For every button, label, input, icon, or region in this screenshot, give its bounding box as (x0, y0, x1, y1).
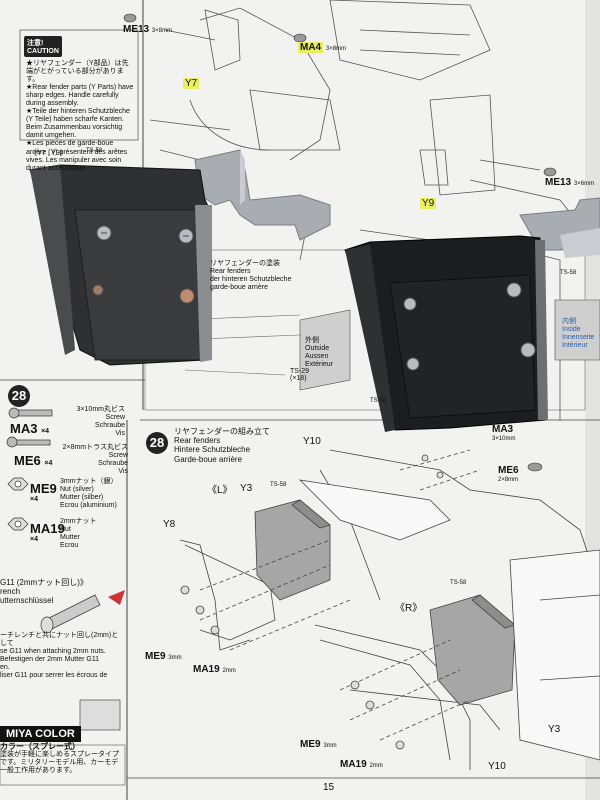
assembly-label-y8: Y8 (163, 519, 176, 530)
assembly-label-ts58-e: TS-58 (450, 580, 467, 586)
left-fender-photo (29, 149, 331, 366)
part-label-y7: Y7 (183, 78, 200, 89)
caution-text: ★リヤフェンダー（Y部品）は先端がとがっている部分があります。 ★Rear fe… (26, 60, 134, 172)
part-label-me13-top: ME13 3×8mm (123, 24, 173, 35)
paint-label-ts58-b: TS-58 (560, 270, 577, 276)
part-code-me9: ME9 ×4 (30, 481, 57, 503)
assembly-label-left-mark: 《L》 (207, 485, 233, 496)
part-code-ma19: MA19 ×4 (30, 521, 65, 543)
assembly-label-right-mark: 《R》 (395, 603, 423, 614)
assembly-label-y10-top: Y10 (303, 436, 321, 447)
assembly-label-me9-left: ME9 3mm (145, 651, 182, 662)
assembly-label-y3-right: Y3 (548, 724, 561, 735)
caution-badge: 注意! CAUTION (24, 36, 62, 57)
outside-label: 外側 Outside Aussen Extérieur (305, 337, 334, 369)
assembly-label-y3-left: Y3 (240, 483, 253, 494)
step-number-assembly: 28 (146, 432, 168, 454)
assembly-label-y10-bottom: Y10 (488, 761, 506, 772)
paint-step-title: リヤフェンダーの塗装 Rear fenders der hinteren Sch… (210, 260, 292, 292)
assembly-line-drawing (179, 449, 600, 770)
paint-label-ts58-a: TS-58 (86, 148, 103, 154)
y7-y9-header: 《Y7 , Y9》 (30, 150, 67, 157)
assembly-label-ts58-d: TS-58 (270, 482, 287, 488)
wrench-note-text: ーチレンチと共にナット回し(2mm)として se G11 when attach… (0, 632, 119, 680)
assembly-label-me9-right: ME9 3mm (300, 739, 337, 750)
wrench-note-title: G11 (2mmナット回し)》 rench utternschlüssel (0, 578, 88, 606)
inside-label: 内側 Inside Innenseite Intérieur (562, 318, 595, 350)
assembly-label-me6: ME6 2×8mm (498, 465, 519, 483)
page-number: 15 (323, 782, 335, 793)
part-desc-ma19: 2mmナット Nut Mutter Ecrou (60, 518, 97, 550)
assembly-label-ma19-left: MA19 2mm (193, 664, 236, 675)
part-code-ma3: MA3 ×4 (10, 421, 50, 436)
part-code-me6: ME6 ×4 (14, 453, 53, 468)
parts-icons (6, 407, 53, 531)
part-desc-me6: 2×8mmトラス丸ビス Screw Schraube Vis (62, 444, 128, 476)
paint-label-ts58-c: TS-58 (370, 398, 387, 404)
part-label-me13-right: ME13 3×6mm (545, 177, 595, 188)
assembly-step-title: リヤフェンダーの組み立て Rear fenders Hintere Schutz… (174, 427, 270, 464)
part-desc-ma3: 3×10mm丸ビス Screw Schraube Vis (76, 406, 125, 438)
paint-label-ts29: TS-29 (×18) (290, 368, 310, 383)
wrench-drawing (40, 590, 125, 634)
step-number-parts: 28 (8, 385, 30, 407)
part-desc-me9: 3mmナット（銀） Nut (silver) Mutter (silber) E… (60, 478, 118, 510)
assembly-label-ma3: MA3 3×10mm (492, 424, 516, 442)
right-fender-photo (344, 197, 600, 432)
assembly-label-ma19-right: MA19 2mm (340, 759, 383, 770)
tamiya-color-text: カラー（スプレー式） 塗装が手軽に楽しめるスプレータイプ です。ミリタリーモデル… (0, 742, 119, 775)
part-label-ma4: MA4 3×8mm (298, 42, 347, 53)
part-label-y9: Y9 (420, 198, 437, 209)
tamiya-color-banner: MIYA COLOR (0, 726, 81, 742)
